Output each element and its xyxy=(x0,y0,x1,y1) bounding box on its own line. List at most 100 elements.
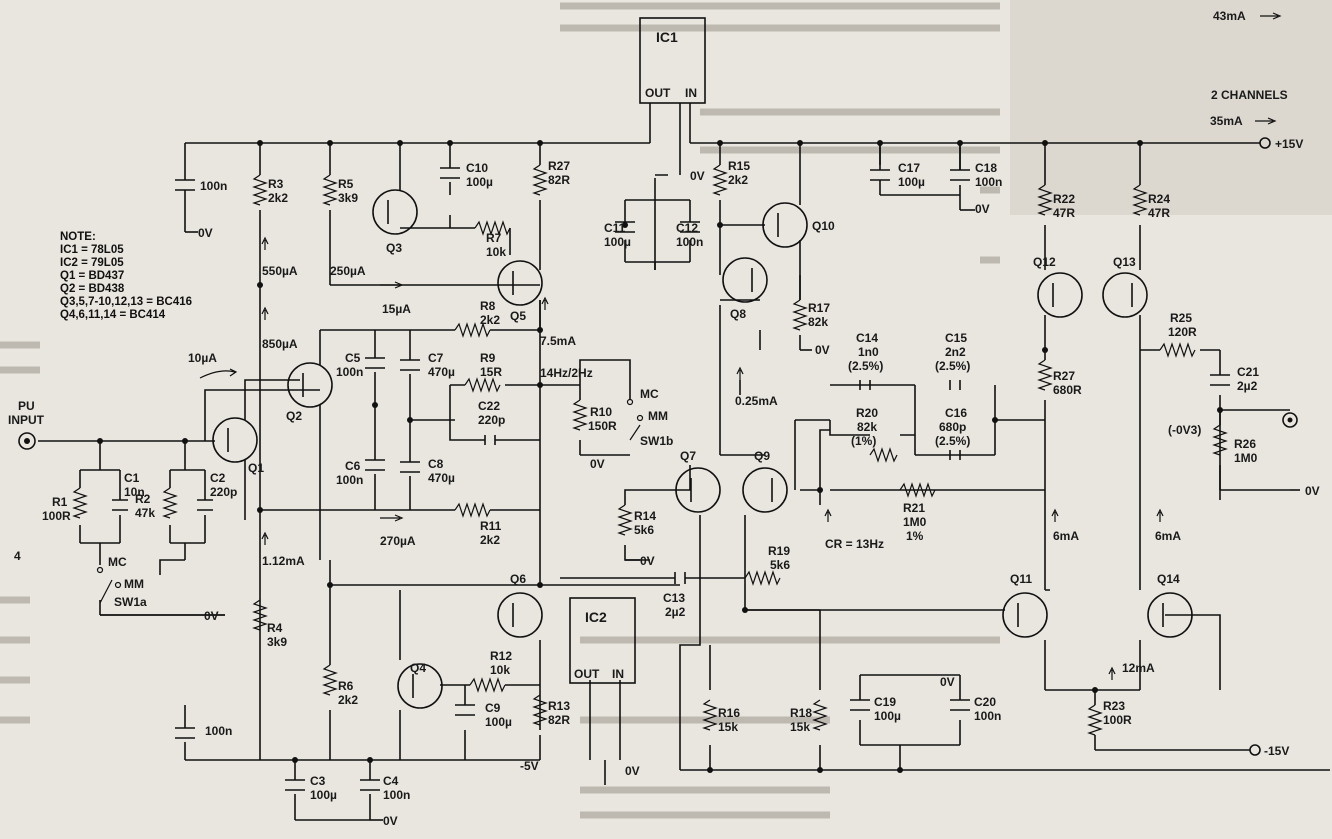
svg-text:250µA: 250µA xyxy=(330,264,366,278)
svg-text:2µ2: 2µ2 xyxy=(1237,379,1258,393)
svg-text:R13: R13 xyxy=(548,699,570,713)
input-labels: PU INPUT 4 xyxy=(8,399,45,563)
svg-text:R4: R4 xyxy=(267,621,283,635)
svg-text:100n: 100n xyxy=(383,788,410,802)
transistor-labels: Q1 Q2 Q3 Q4 Q5 Q6 Q7 Q8 Q9 Q10 Q11 Q12 Q… xyxy=(248,219,1180,675)
pin-four: 4 xyxy=(14,549,21,563)
svg-text:470µ: 470µ xyxy=(428,365,455,379)
svg-text:R10: R10 xyxy=(590,405,612,419)
svg-text:R2: R2 xyxy=(135,492,151,506)
svg-text:10µA: 10µA xyxy=(188,351,217,365)
transistor-bars xyxy=(227,200,1164,698)
parts-note: NOTE: IC1 = 78L05 IC2 = 79L05 Q1 = BD437… xyxy=(60,231,192,321)
switch-labels: MC MM SW1a MC MM SW1b xyxy=(108,387,673,609)
svg-text:R18: R18 xyxy=(790,706,812,720)
svg-text:Q11: Q11 xyxy=(1010,572,1032,586)
svg-text:1%: 1% xyxy=(906,529,924,543)
svg-text:C22: C22 xyxy=(478,399,500,413)
svg-text:150R: 150R xyxy=(588,419,617,433)
gnd-ic2: 0V xyxy=(625,764,640,778)
svg-text:550µA: 550µA xyxy=(262,264,298,278)
svg-text:43mA: 43mA xyxy=(1213,9,1246,23)
rail-plus15: +15V xyxy=(1275,137,1303,151)
svg-text:7.5mA: 7.5mA xyxy=(540,334,576,348)
svg-text:R23: R23 xyxy=(1103,699,1125,713)
svg-text:C19: C19 xyxy=(874,695,896,709)
svg-text:47R: 47R xyxy=(1148,206,1170,220)
svg-text:82k: 82k xyxy=(857,420,877,434)
gnd-r14: 0V xyxy=(640,554,655,568)
svg-text:R22: R22 xyxy=(1053,192,1075,206)
svg-text:IN: IN xyxy=(612,667,624,681)
rail-minus15: -15V xyxy=(1264,744,1289,758)
gnd-c4: 0V xyxy=(383,814,398,828)
svg-text:C7: C7 xyxy=(428,351,444,365)
svg-text:R15: R15 xyxy=(728,159,750,173)
svg-text:100n: 100n xyxy=(200,179,227,193)
svg-text:C6: C6 xyxy=(345,459,361,473)
note-ic2: IC2 = 79L05 xyxy=(60,257,124,269)
svg-text:Q14: Q14 xyxy=(1157,572,1180,586)
svg-text:100n: 100n xyxy=(676,235,703,249)
note-npn-list: Q4,6,11,14 = BC414 xyxy=(60,309,166,321)
svg-text:C12: C12 xyxy=(676,221,698,235)
svg-text:R21: R21 xyxy=(903,501,925,515)
svg-text:C21: C21 xyxy=(1237,365,1259,379)
svg-text:R7: R7 xyxy=(486,231,502,245)
svg-text:10n: 10n xyxy=(124,485,145,499)
svg-text:MC: MC xyxy=(108,555,127,569)
terminals xyxy=(18,137,1298,756)
svg-text:C11: C11 xyxy=(604,221,626,235)
wires xyxy=(38,103,1330,821)
svg-text:C1: C1 xyxy=(124,471,140,485)
svg-text:CR = 13Hz: CR = 13Hz xyxy=(825,537,884,551)
svg-text:Q2: Q2 xyxy=(286,409,302,423)
svg-text:R14: R14 xyxy=(634,509,656,523)
svg-text:R6: R6 xyxy=(338,679,354,693)
svg-text:C13: C13 xyxy=(663,591,685,605)
gnd-r17: 0V xyxy=(815,343,830,357)
svg-text:100n: 100n xyxy=(336,365,363,379)
svg-text:IC1: IC1 xyxy=(656,29,678,45)
note-q2: Q2 = BD438 xyxy=(60,283,125,295)
svg-text:R25: R25 xyxy=(1170,311,1192,325)
gnd-input: 0V xyxy=(204,609,219,623)
svg-text:120R: 120R xyxy=(1168,325,1197,339)
svg-text:100µ: 100µ xyxy=(310,788,337,802)
svg-text:Q7: Q7 xyxy=(680,449,696,463)
svg-text:2k2: 2k2 xyxy=(480,533,500,547)
svg-text:2k2: 2k2 xyxy=(480,313,500,327)
svg-text:Q13: Q13 xyxy=(1113,255,1136,269)
svg-text:47k: 47k xyxy=(135,506,155,520)
svg-text:Q1: Q1 xyxy=(248,461,264,475)
current-annotations: 550µA 250µA 15µA 850µA 7.5mA 10µA 270µA … xyxy=(188,264,1201,675)
svg-text:82R: 82R xyxy=(548,173,570,187)
svg-text:R16: R16 xyxy=(718,706,740,720)
svg-text:OUT: OUT xyxy=(574,667,600,681)
svg-text:1M0: 1M0 xyxy=(1234,451,1258,465)
svg-text:100µ: 100µ xyxy=(604,235,631,249)
svg-text:R12: R12 xyxy=(490,649,512,663)
transistor-symbols xyxy=(212,189,1193,709)
svg-text:5k6: 5k6 xyxy=(770,558,790,572)
ground-stubs xyxy=(100,174,1300,821)
gnd-c20: 0V xyxy=(940,675,955,689)
svg-text:220p: 220p xyxy=(478,413,505,427)
svg-text:82R: 82R xyxy=(548,713,570,727)
svg-text:15k: 15k xyxy=(718,720,738,734)
svg-text:Q9: Q9 xyxy=(754,449,770,463)
svg-text:Q4: Q4 xyxy=(410,661,426,675)
svg-text:Q6: Q6 xyxy=(510,572,526,586)
switch-sw1b xyxy=(626,398,644,441)
svg-text:(2.5%): (2.5%) xyxy=(935,434,970,448)
junction-dots xyxy=(97,140,1223,773)
svg-text:Q8: Q8 xyxy=(730,307,746,321)
svg-text:14Hz/2Hz: 14Hz/2Hz xyxy=(540,366,593,380)
svg-text:C2: C2 xyxy=(210,471,226,485)
note-pnp-list: Q3,5,7-10,12,13 = BC416 xyxy=(60,296,192,308)
svg-text:C17: C17 xyxy=(898,161,920,175)
svg-text:15µA: 15µA xyxy=(382,302,411,316)
svg-text:Q3: Q3 xyxy=(386,241,402,255)
gnd-c18: 0V xyxy=(975,202,990,216)
svg-text:Q12: Q12 xyxy=(1033,255,1056,269)
